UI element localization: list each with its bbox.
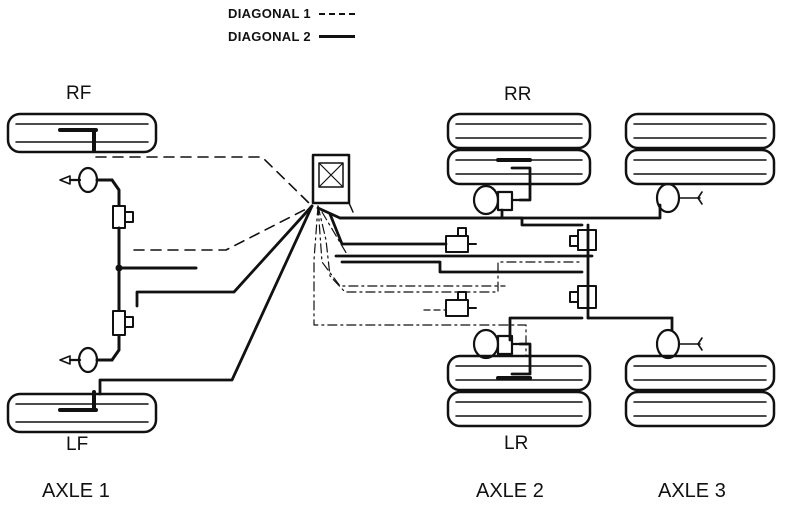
legend-diagonal-2-label: DIAGONAL 2 xyxy=(228,29,311,44)
diagonal-2-lines xyxy=(98,203,662,396)
legend-diagonal-1: DIAGONAL 1 xyxy=(228,6,355,21)
diagonal-1-rear-lines xyxy=(313,205,583,357)
rear-piping xyxy=(508,166,674,376)
label-axle-1: AXLE 1 xyxy=(42,480,110,502)
label-axle-3: AXLE 3 xyxy=(658,480,726,502)
axle-1-valves xyxy=(112,205,134,336)
label-rf: RF xyxy=(66,83,92,104)
tire-lr xyxy=(446,354,592,428)
tire-rf xyxy=(6,112,158,154)
tire-axle3-right xyxy=(624,112,776,186)
axle-1-chambers xyxy=(59,166,114,374)
tire-rr xyxy=(446,112,592,186)
label-rr: RR xyxy=(504,84,532,105)
control-valve xyxy=(311,153,354,213)
legend-diagonal-2: DIAGONAL 2 xyxy=(228,29,355,44)
label-lf: LF xyxy=(66,434,89,455)
label-lr: LR xyxy=(504,433,529,454)
label-axle-2: AXLE 2 xyxy=(476,480,544,502)
rear-valves xyxy=(423,227,597,317)
tire-axle3-left xyxy=(624,354,776,428)
tire-lf xyxy=(6,390,158,434)
legend-dashed-swatch xyxy=(318,12,355,15)
legend-solid-swatch xyxy=(318,35,355,38)
diagonal-1-lines xyxy=(95,156,313,251)
legend-diagonal-1-label: DIAGONAL 1 xyxy=(228,6,311,21)
rear-chambers xyxy=(472,182,703,360)
